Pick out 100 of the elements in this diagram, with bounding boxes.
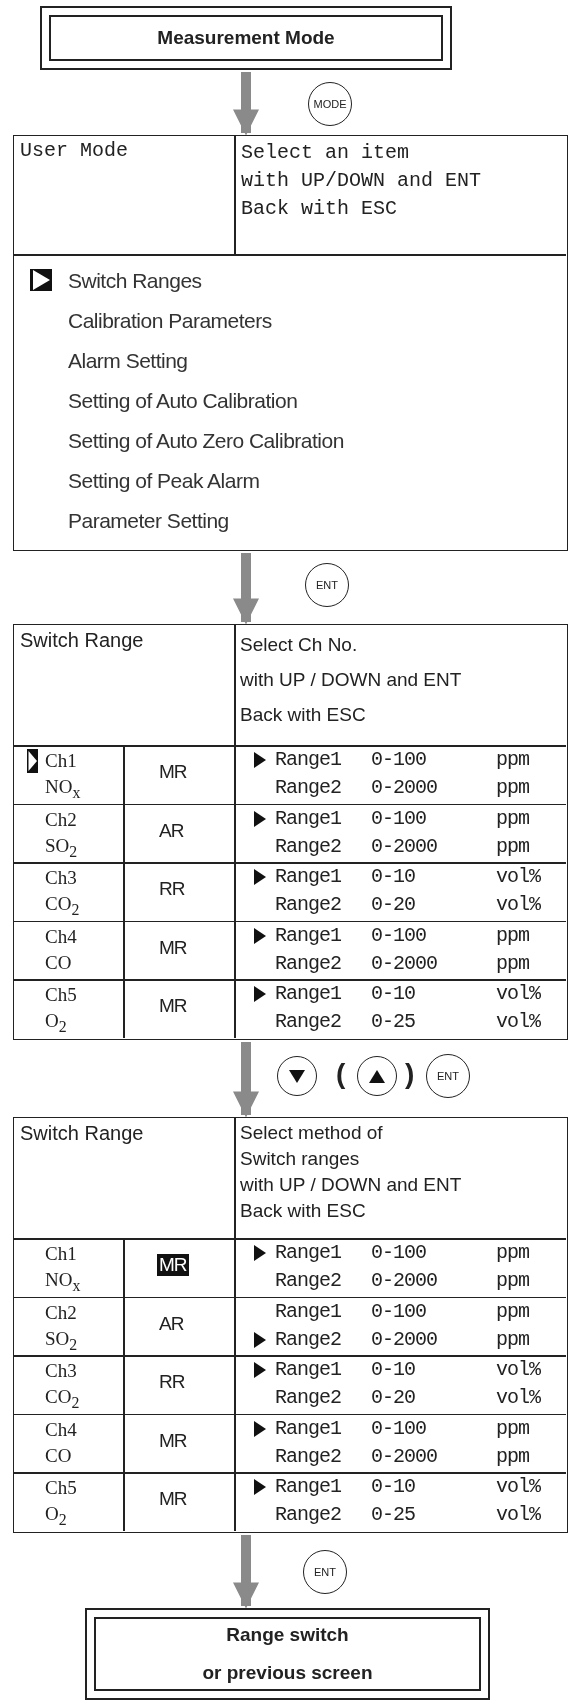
range-unit: vol% (496, 1502, 540, 1529)
range-value: 0-100 (371, 922, 426, 949)
menu-item: Setting of Auto Zero Calibration (68, 429, 344, 453)
range-name: Range1 (275, 1357, 341, 1384)
menu-item: Setting of Peak Alarm (68, 469, 260, 493)
menu-item: Parameter Setting (68, 509, 229, 533)
range-unit: ppm (496, 1326, 529, 1353)
range-name: Range2 (275, 1502, 341, 1529)
mode-code: MR (159, 1429, 187, 1452)
bracket-symbol: ( (336, 1058, 346, 1090)
down-arrow (233, 1042, 259, 1118)
range-unit: vol% (496, 1385, 540, 1412)
range-unit: vol% (496, 981, 540, 1008)
range-name: Range1 (275, 981, 341, 1008)
range-value: 0-2000 (371, 1268, 437, 1294)
range-value: 0-100 (371, 805, 426, 832)
range-name: Range2 (275, 1385, 341, 1412)
range-name: Range1 (275, 1298, 341, 1325)
mode-code: MR (157, 1254, 189, 1276)
screen-title: Switch Range (20, 629, 144, 652)
range-unit: ppm (496, 775, 529, 801)
range-name: Range2 (275, 1443, 341, 1470)
range-name: Range2 (275, 1268, 341, 1294)
range-value: 0-10 (371, 1474, 415, 1501)
range-name: Range1 (275, 864, 341, 891)
range-value: 0-10 (371, 1357, 415, 1384)
channel-label: Ch2 SO$_{2}$ (45, 807, 78, 862)
menu-item: Switch Ranges (68, 269, 202, 293)
range-unit: ppm (496, 922, 529, 949)
key-label: ENT (437, 1070, 459, 1082)
mode-code: MR (159, 936, 187, 959)
key-button (305, 563, 349, 607)
range-value: 0-100 (371, 1298, 426, 1325)
range-unit: ppm (496, 1415, 529, 1442)
range-value: 0-100 (371, 1240, 426, 1266)
range-value: 0-25 (371, 1502, 415, 1529)
range-unit: ppm (496, 1268, 529, 1294)
mode-box (85, 1608, 490, 1700)
menu-item: Setting of Auto Calibration (68, 389, 298, 413)
range-unit: vol% (496, 892, 540, 919)
key-button (308, 82, 352, 126)
screen-title: User Mode (20, 139, 129, 162)
range-unit: ppm (496, 747, 529, 773)
channel-label: Ch1 NO$_{x}$ (45, 1242, 81, 1296)
screen-title: Switch Range (20, 1122, 144, 1145)
key-button (277, 1056, 317, 1096)
key-button (357, 1056, 397, 1096)
mode-code: RR (159, 878, 185, 901)
channel-label: Ch2 SO$_{2}$ (45, 1300, 78, 1355)
menu-item: Calibration Parameters (68, 309, 272, 333)
down-arrow (233, 72, 259, 136)
channel-label: Ch4 CO (45, 924, 77, 975)
range-unit: ppm (496, 833, 529, 860)
range-value: 0-25 (371, 1009, 415, 1036)
range-name: Range2 (275, 892, 341, 919)
key-label: MODE (313, 98, 347, 110)
channel-label: Ch3 CO$_{2}$ (45, 866, 80, 920)
range-value: 0-2000 (371, 833, 437, 860)
range-value: 0-10 (371, 981, 415, 1008)
mode-box (40, 6, 452, 70)
range-value: 0-20 (371, 892, 415, 919)
range-name: Range1 (275, 805, 341, 832)
channel-label: Ch5 O$_{2}$ (45, 1476, 77, 1531)
range-name: Range1 (275, 747, 341, 773)
range-name: Range1 (275, 922, 341, 949)
range-value: 0-2000 (371, 950, 437, 977)
mode-code: MR (159, 1488, 187, 1511)
range-name: Range2 (275, 950, 341, 977)
range-name: Range1 (275, 1240, 341, 1266)
range-value: 0-2000 (371, 1326, 437, 1353)
range-value: 0-2000 (371, 775, 437, 801)
menu-item: Alarm Setting (68, 349, 188, 373)
mode-code: AR (159, 819, 184, 842)
key-label: ENT (316, 579, 338, 591)
range-name: Range2 (275, 775, 341, 801)
range-name: Range1 (275, 1415, 341, 1442)
down-arrow (233, 553, 259, 625)
instruction-text: Select an item with UP/DOWN and ENT Back with ESC (241, 140, 482, 222)
range-unit: ppm (496, 950, 529, 977)
channel-label: Ch1 NO$_{x}$ (45, 749, 81, 803)
range-name: Range2 (275, 1009, 341, 1036)
mode-code: RR (159, 1371, 185, 1394)
key-label: ENT (314, 1566, 336, 1578)
range-unit: vol% (496, 1474, 540, 1501)
range-name: Range2 (275, 1326, 341, 1353)
channel-label: Ch4 CO (45, 1417, 77, 1468)
mode-label: Measurement Mode (157, 26, 335, 50)
mode-code: MR (159, 995, 187, 1018)
range-unit: ppm (496, 805, 529, 832)
range-name: Range2 (275, 833, 341, 860)
range-value: 0-100 (371, 1415, 426, 1442)
range-value: 0-20 (371, 1385, 415, 1412)
range-unit: ppm (496, 1240, 529, 1266)
range-value: 0-100 (371, 747, 426, 773)
bracket-symbol: ) (405, 1058, 415, 1090)
range-value: 0-10 (371, 864, 415, 891)
channel-label: Ch5 O$_{2}$ (45, 983, 77, 1038)
range-unit: ppm (496, 1443, 529, 1470)
screen-panel (13, 135, 568, 551)
mode-label: Range switch or previous screen (202, 1623, 373, 1685)
